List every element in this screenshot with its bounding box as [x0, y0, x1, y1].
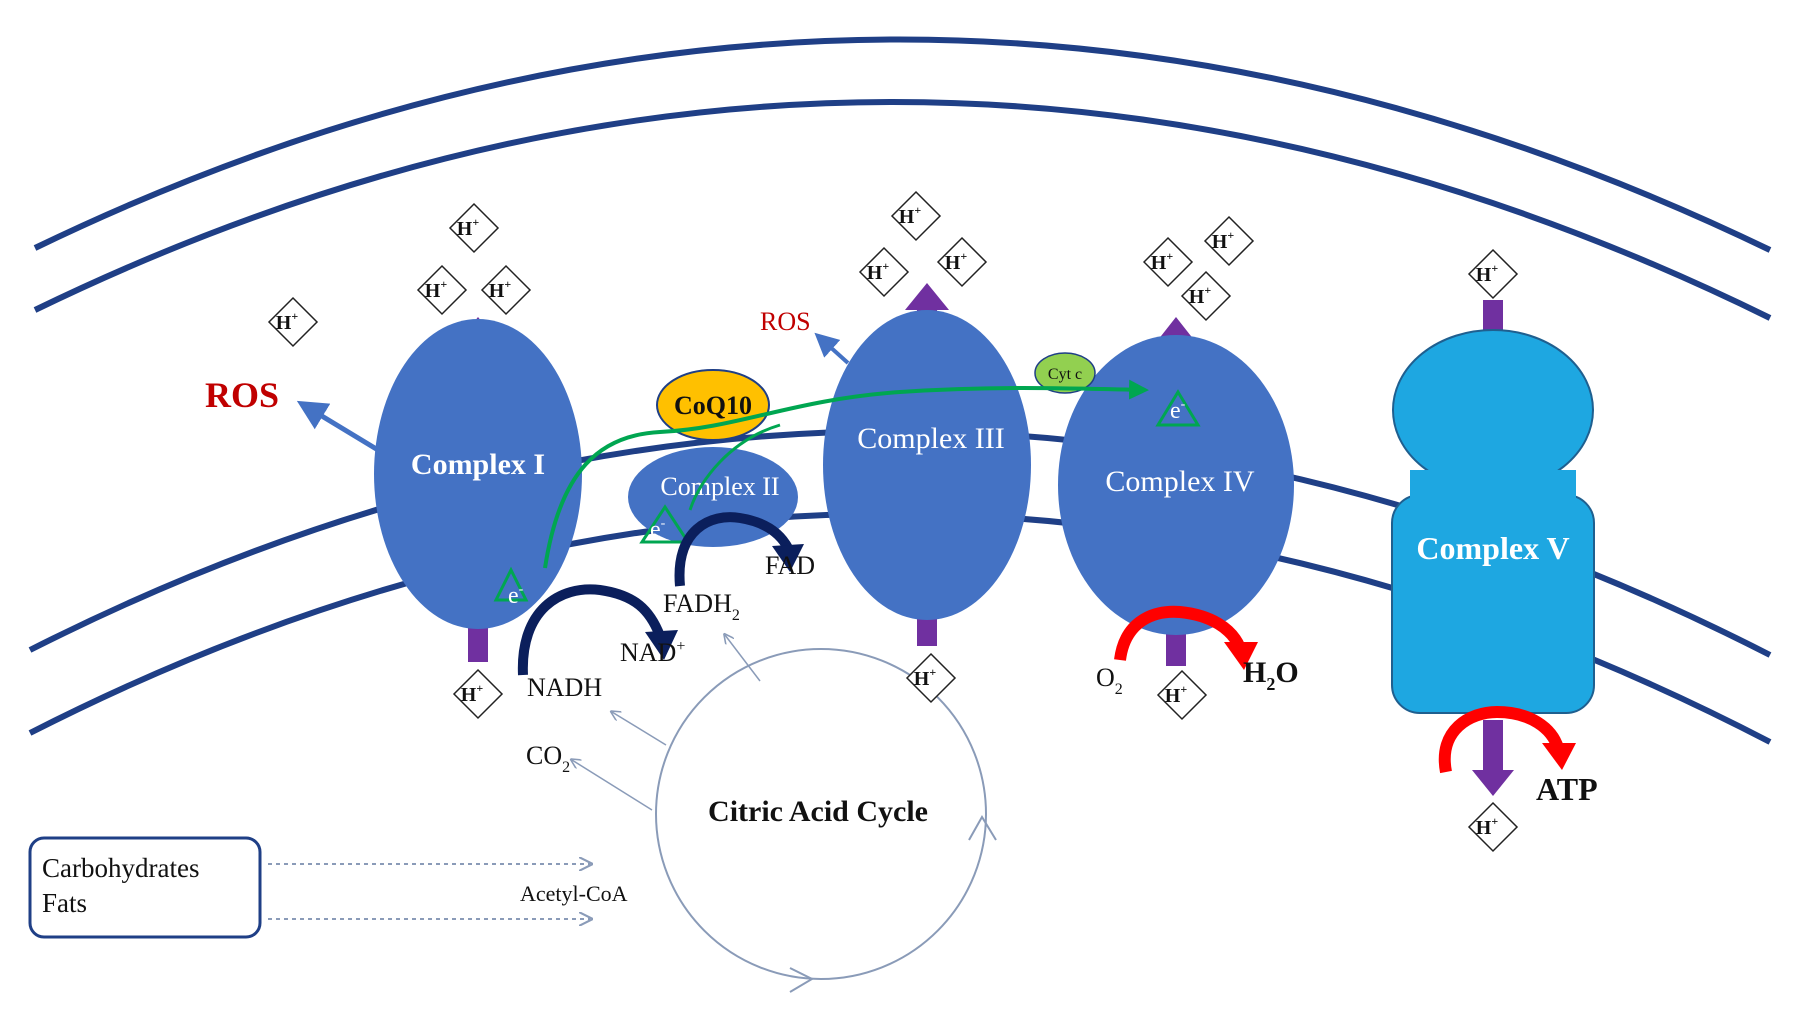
- co2-label: CO2: [526, 741, 570, 776]
- proton-diamond: H+: [267, 296, 319, 348]
- proton-diamond: H+: [1180, 270, 1232, 322]
- electron-path-branch: [688, 423, 781, 511]
- proton-diamond: H+: [416, 264, 468, 316]
- fad-arc: [674, 512, 793, 587]
- h2o-label: H2O: [1243, 656, 1299, 694]
- cycle-arrow-bottom: [789, 967, 815, 993]
- proton-diamonds: H+H+H+H+H+H+H+H+H+H+H+H+H+H+H+: [267, 190, 1519, 853]
- source-fats: Fats: [42, 888, 87, 918]
- electron-2: e-: [650, 516, 666, 543]
- ros-arrow-small: [814, 332, 850, 365]
- cytc-label: Cyt c: [1048, 366, 1082, 383]
- o2-label: O2: [1096, 663, 1123, 698]
- nadh-output-arrow: [612, 712, 667, 746]
- fadh2-output-arrow: [725, 635, 761, 682]
- proton-diamond: H+: [1467, 801, 1519, 853]
- source-box: [28, 836, 262, 939]
- electron-3: e-: [1170, 397, 1186, 424]
- proton-diamond: H+: [858, 246, 910, 298]
- citric-acid-cycle-circle: [655, 648, 987, 980]
- complex-3: [823, 310, 1031, 620]
- proton-diamond: H+: [905, 652, 957, 704]
- complex-4-label: Complex IV: [1105, 465, 1254, 498]
- complex-2-label: Complex II: [660, 472, 779, 501]
- fadh2-label: FADH2: [663, 589, 740, 624]
- proton-diamond: H+: [1467, 248, 1519, 300]
- proton-diamond: H+: [452, 668, 504, 720]
- ros-label-large: ROS: [205, 375, 279, 415]
- coq10-badge: [656, 369, 770, 441]
- nad-plus-label: NAD+: [620, 638, 685, 667]
- source-carbohydrates: Carbohydrates: [42, 853, 199, 883]
- proton-diamond: H+: [480, 264, 532, 316]
- proton-diamond: H+: [1203, 215, 1255, 267]
- fad-label: FAD: [765, 551, 815, 580]
- o2-arc: [1114, 605, 1246, 662]
- complex-1-label: Complex I: [411, 448, 545, 481]
- atp-label: ATP: [1536, 771, 1598, 807]
- proton-diamond: H+: [1156, 669, 1208, 721]
- proton-diamond: H+: [890, 190, 942, 242]
- complex-5-label: Complex V: [1416, 530, 1569, 566]
- complex-3-label: Complex III: [857, 422, 1004, 455]
- atp-arc-head: [1542, 743, 1576, 770]
- coq10-label: CoQ10: [674, 391, 752, 420]
- complex-4: [1058, 335, 1294, 635]
- proton-diamond: H+: [1142, 236, 1194, 288]
- complex-1: [374, 319, 582, 629]
- citric-acid-cycle-label: Citric Acid Cycle: [708, 795, 928, 828]
- electron-triangles: [493, 389, 1201, 602]
- nadh-label: NADH: [527, 673, 602, 702]
- outer-membrane-inner: [33, 99, 1772, 321]
- nadh-arc-head: [645, 630, 678, 660]
- nadh-arc: [517, 584, 665, 676]
- acetyl-coa-label: Acetyl-CoA: [520, 881, 628, 906]
- co2-output-arrow: [572, 760, 653, 811]
- o2-arc-head: [1224, 642, 1258, 670]
- atp-arc: [1438, 705, 1564, 774]
- fad-arc-head: [772, 544, 804, 572]
- electron-path: [543, 379, 1149, 569]
- ros-label-small: ROS: [760, 307, 811, 336]
- outer-membrane-outer: [33, 36, 1772, 253]
- complex-5: [1391, 329, 1595, 714]
- cytc-badge: [1034, 352, 1096, 394]
- proton-diamond: H+: [448, 202, 500, 254]
- electron-1: e-: [508, 582, 524, 609]
- cycle-arrow-right: [968, 815, 997, 841]
- proton-diamond: H+: [936, 236, 988, 288]
- ros-arrow-large: [296, 400, 380, 453]
